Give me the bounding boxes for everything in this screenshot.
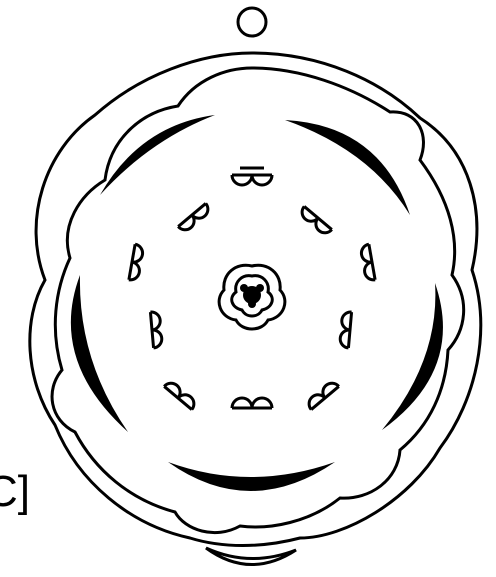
anther-icon — [232, 168, 272, 185]
anther-icon — [339, 311, 351, 348]
petals — [71, 115, 443, 491]
anther-icon — [164, 380, 197, 410]
panel-label: C] — [0, 470, 30, 514]
anther-icon — [150, 311, 162, 348]
axis-circle-icon — [238, 8, 266, 36]
petal-crescent-icon — [285, 120, 410, 215]
petal-crescent-icon — [71, 275, 128, 432]
anther-icon — [360, 244, 375, 281]
ovary-icon — [219, 265, 285, 329]
anther-icon — [232, 398, 272, 408]
anther-icon — [178, 203, 211, 233]
anther-icon — [305, 380, 338, 410]
petal-crescent-icon — [100, 115, 215, 195]
anther-icon — [298, 206, 331, 236]
petal-crescent-icon — [168, 462, 335, 491]
anther-icon — [129, 244, 144, 281]
bract-arc-icon — [206, 548, 296, 565]
